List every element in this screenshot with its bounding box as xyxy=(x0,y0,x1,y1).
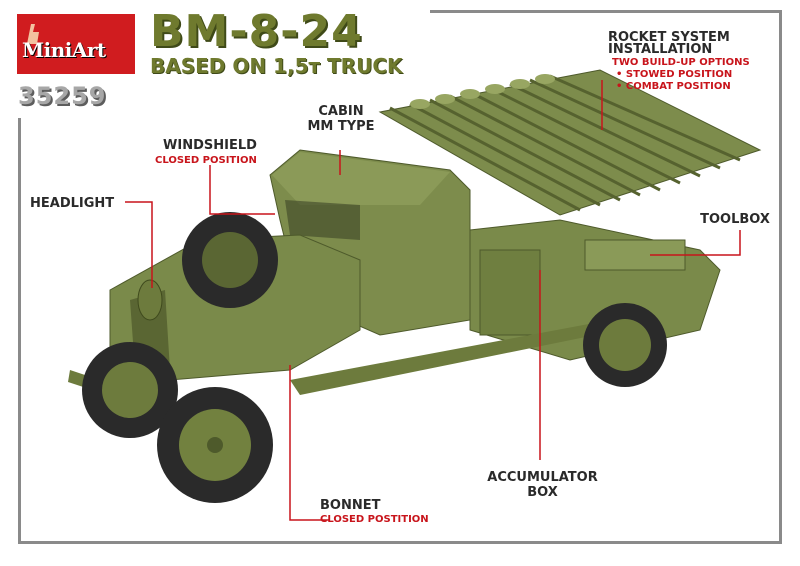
wheel-front-right xyxy=(157,387,273,503)
callout-rocket-sub1: TWO BUILD-UP OPTIONS xyxy=(612,57,750,68)
callout-rocket-sub2: • STOWED POSITION xyxy=(616,69,733,80)
page-title: BM-8-24 xyxy=(150,6,363,57)
accumulator-box xyxy=(479,249,541,336)
callout-toolbox: TOOLBOX xyxy=(700,212,770,227)
frame-line-bottom xyxy=(18,541,782,544)
frame-line-left xyxy=(18,118,21,544)
callout-windshield: WINDSHIELD xyxy=(163,138,257,153)
callout-headlight: HEADLIGHT xyxy=(30,196,115,211)
callout-bonnet-sub: CLOSED POSTITION xyxy=(320,514,429,525)
frame-line-top xyxy=(430,10,782,13)
callout-accumulator-line1: ACCUMULATOR xyxy=(487,470,598,485)
callout-windshield-sub: CLOSED POSITION xyxy=(155,155,257,166)
brand-logo xyxy=(17,14,135,74)
callout-cabin-line2: MM TYPE xyxy=(307,119,375,134)
callout-lines xyxy=(125,80,741,521)
frame-line-right xyxy=(779,10,782,544)
callout-rocket-line2: INSTALLATION xyxy=(608,42,713,57)
callout-cabin-line1: CABIN xyxy=(318,104,364,119)
page-subtitle: BASED ON 1,5т TRUCK xyxy=(150,54,403,78)
product-code: 35259 xyxy=(18,82,107,110)
headlight xyxy=(137,279,163,321)
brand-logo-text: MiniArt xyxy=(22,38,106,62)
wheel-front-left xyxy=(82,342,178,438)
cabin-roof xyxy=(272,152,450,205)
chassis-frame xyxy=(290,320,620,395)
callout-accumulator-line2: BOX xyxy=(527,485,558,500)
callout-rocket-line1: ROCKET SYSTEM xyxy=(608,30,730,45)
callout-rocket-sub3: • COMBAT POSITION xyxy=(616,81,731,92)
rocket-launcher xyxy=(378,69,762,216)
wheel-rear-left xyxy=(182,212,278,308)
windshield xyxy=(285,200,360,240)
logo-figure-icon xyxy=(21,18,131,48)
wheel-rear-right xyxy=(583,303,667,387)
callout-bonnet: BONNET xyxy=(320,498,381,513)
